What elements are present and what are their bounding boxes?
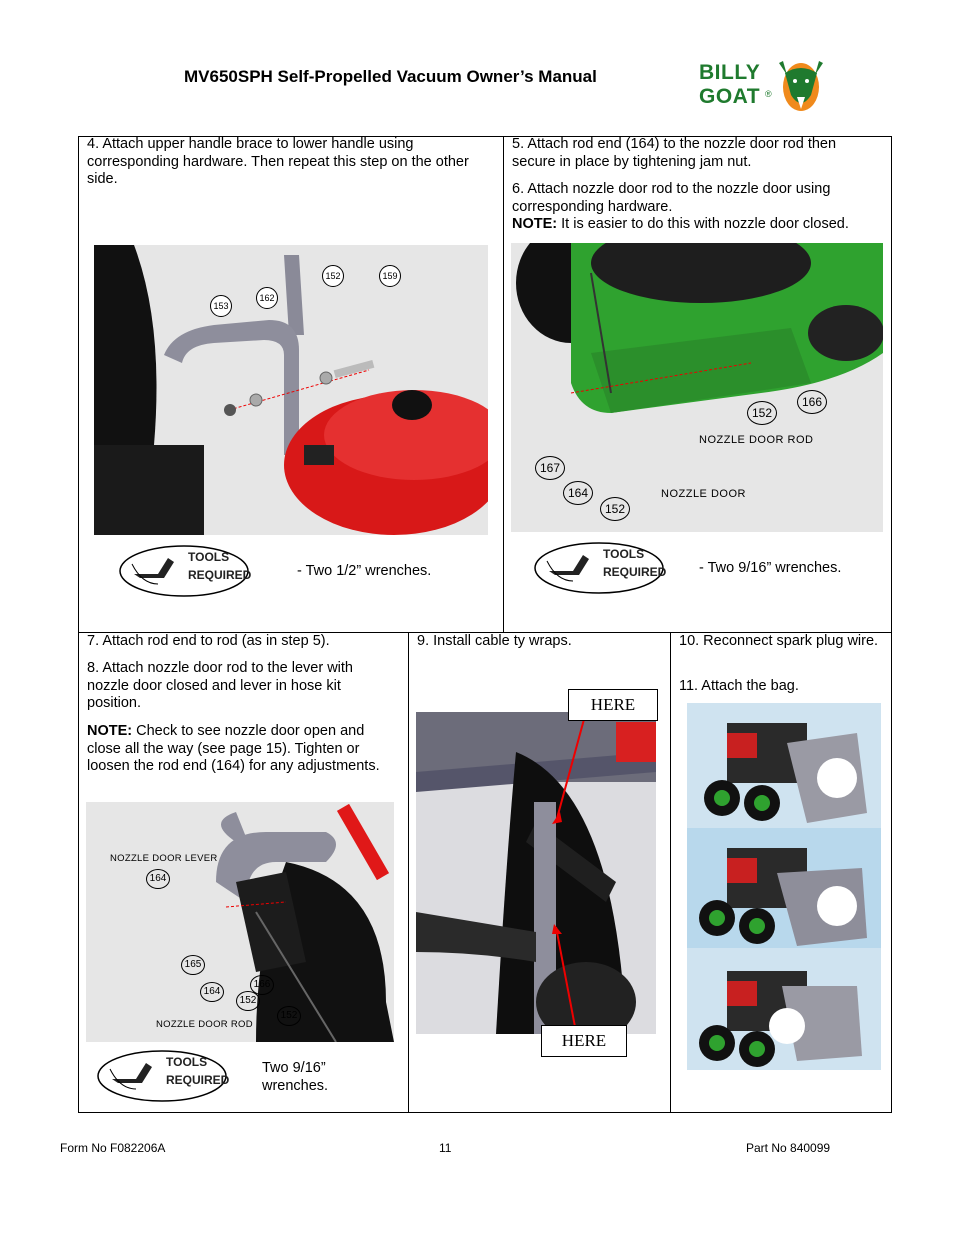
callout-152: 152: [236, 991, 260, 1011]
handle-brace-image: 153 162 152 159: [94, 245, 488, 535]
table-border-left: [78, 136, 79, 1113]
here-label-bottom: HERE: [541, 1025, 627, 1057]
step-8-note: NOTE: Check to see nozzle door open and …: [87, 723, 397, 776]
badge-line2: REQUIRED: [603, 565, 667, 579]
table-col-divider-bottom-1: [408, 632, 409, 1113]
step-5-text: 5. Attach rod end (164) to the nozzle do…: [512, 136, 837, 170]
wrench-icon: [134, 558, 174, 578]
nozzle-door-image: 166 152 NOZZLE DOOR ROD 167 164 152 NOZZ…: [511, 243, 883, 532]
badge-line1: TOOLS: [166, 1055, 208, 1069]
step-6-block: 6. Attach nozzle door rod to the nozzle …: [512, 181, 882, 234]
badge-line2: REQUIRED: [166, 1073, 230, 1087]
logo-line2: GOAT: [699, 85, 761, 108]
badge-line2: REQUIRED: [188, 568, 252, 582]
label-nozzle-door-rod: NOZZLE DOOR ROD: [699, 434, 814, 446]
logo-line1: BILLY: [699, 61, 761, 84]
callout-152: 152: [322, 265, 344, 287]
table-border-bottom: [78, 1112, 892, 1113]
callout-166: 166: [797, 390, 827, 414]
callout-153: 153: [210, 295, 232, 317]
bag-step-image-3: [687, 951, 881, 1070]
footer-part-number: Part No 840099: [746, 1141, 831, 1155]
goat-head-icon: [779, 61, 823, 111]
tools-c-text: Two 9/16” wrenches.: [262, 1060, 329, 1094]
callout-164: 164: [563, 481, 593, 505]
step-6-text: 6. Attach nozzle door rod to the nozzle …: [512, 181, 831, 215]
cable-tie-image: [416, 712, 656, 1034]
tools-required-badge: TOOLS REQUIRED: [533, 541, 667, 595]
note-text: It is easier to do this with nozzle door…: [557, 216, 849, 232]
callout-159: 159: [379, 265, 401, 287]
nozzle-lever-image: NOZZLE DOOR LEVER 164 165 164 152 166 NO…: [86, 802, 394, 1042]
note-text: Check to see nozzle door open and close …: [87, 723, 380, 774]
bag-attach-images: [687, 703, 881, 1070]
table-col-divider-bottom-2: [670, 632, 671, 1113]
label-nozzle-door-rod: NOZZLE DOOR ROD: [156, 1019, 253, 1030]
step-9-text: 9. Install cable ty wraps.: [417, 633, 572, 649]
callout-164: 164: [146, 869, 170, 889]
tools-a-text: - Two 1/2” wrenches.: [297, 563, 432, 579]
here-label-top: HERE: [568, 689, 658, 721]
wrench-icon: [112, 1063, 152, 1083]
label-nozzle-door: NOZZLE DOOR: [661, 488, 746, 500]
callout-152: 152: [747, 401, 777, 425]
footer-page-number: 11: [439, 1141, 452, 1155]
tools-required-badge: TOOLS REQUIRED: [118, 544, 252, 598]
page-title: MV650SPH Self-Propelled Vacuum Owner’s M…: [184, 67, 597, 86]
note-label: NOTE:: [512, 216, 558, 232]
note-label: NOTE:: [87, 723, 133, 739]
callout-165: 165: [181, 955, 205, 975]
step-6-note: NOTE: It is easier to do this with nozzl…: [512, 216, 882, 234]
table-col-divider-top: [503, 136, 504, 633]
badge-line1: TOOLS: [603, 547, 645, 561]
step-8-text: 8. Attach nozzle door rod to the lever w…: [87, 660, 353, 711]
table-row-divider: [78, 632, 892, 633]
badge-line1: TOOLS: [188, 550, 230, 564]
bag-step-image-2: [687, 828, 881, 948]
label-nozzle-door-lever: NOZZLE DOOR LEVER: [110, 853, 218, 864]
logo-registered: ®: [765, 89, 772, 99]
billy-goat-logo: BILLY GOAT ®: [697, 55, 827, 115]
tools-b-text: - Two 9/16” wrenches.: [699, 560, 842, 576]
step-4-text: 4. Attach upper handle brace to lower ha…: [87, 136, 469, 187]
step-11-text: 11. Attach the bag.: [679, 678, 799, 694]
step-10-text: 10. Reconnect spark plug wire.: [679, 633, 879, 649]
callout-162: 162: [256, 287, 278, 309]
step-7-text: 7. Attach rod end to rod (as in step 5).: [87, 633, 330, 649]
callout-164-b: 164: [200, 982, 224, 1002]
callout-167: 167: [535, 456, 565, 480]
callout-152-b: 152: [600, 497, 630, 521]
table-border-right: [891, 136, 892, 1113]
callout-166: 166: [250, 975, 274, 995]
footer-form-number: Form No F082206A: [60, 1141, 166, 1155]
tools-required-badge: TOOLS REQUIRED: [96, 1049, 230, 1103]
callout-152-b: 152: [277, 1006, 301, 1026]
table-border-top: [78, 136, 892, 137]
bag-step-image-1: [687, 703, 881, 827]
wrench-icon: [549, 555, 589, 575]
